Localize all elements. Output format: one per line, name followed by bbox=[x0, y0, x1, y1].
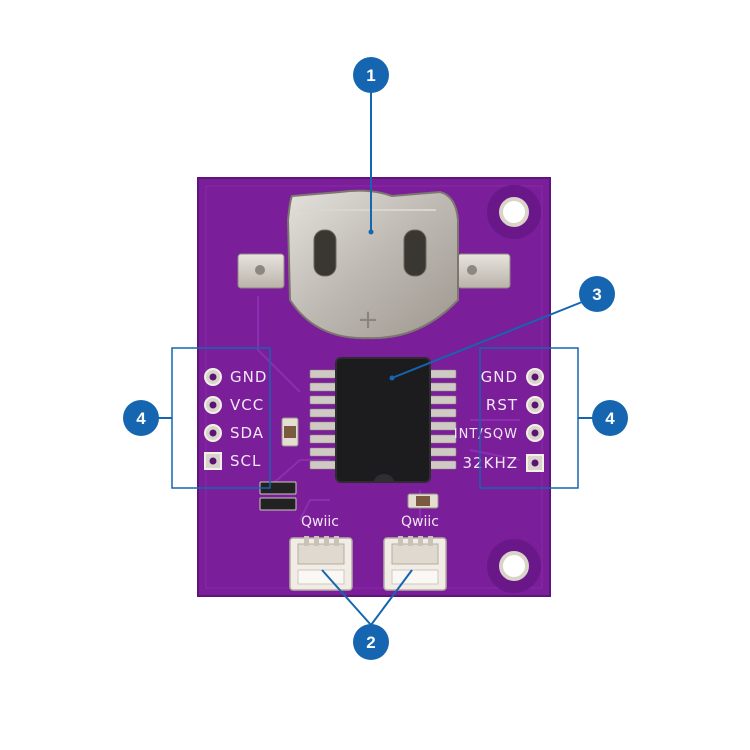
left-pin-label-1: VCC bbox=[230, 396, 264, 414]
callout-badge-3: 3 bbox=[579, 276, 615, 312]
callout-badge-4-right: 4 bbox=[592, 400, 628, 436]
chip-pins-right bbox=[427, 369, 457, 470]
chip-pins-left bbox=[309, 369, 339, 470]
right-pin-label-3: 32KHZ bbox=[463, 454, 518, 472]
qwiic-label-left: Qwiic bbox=[301, 514, 339, 530]
callout-number-3: 3 bbox=[592, 285, 601, 304]
left-pin-label-3: SCL bbox=[230, 452, 261, 470]
resistor-left bbox=[281, 417, 299, 447]
callout-number-4-right: 4 bbox=[605, 409, 615, 428]
resistor-pair bbox=[259, 481, 297, 511]
callout-badge-2: 2 bbox=[353, 624, 389, 660]
rtc-chip bbox=[309, 357, 457, 483]
right-pin-label-2: INT/SQW bbox=[454, 427, 518, 442]
qwiic-label-right: Qwiic bbox=[401, 514, 439, 530]
right-pin-label-0: GND bbox=[481, 368, 518, 386]
left-pin-label-0: GND bbox=[230, 368, 267, 386]
callout-number-4-left: 4 bbox=[136, 409, 146, 428]
capacitor bbox=[407, 493, 439, 509]
callout-number-1: 1 bbox=[366, 66, 375, 85]
right-header-pads bbox=[526, 368, 544, 472]
callout-lines bbox=[158, 92, 594, 626]
mounting-hole-bottom bbox=[487, 539, 541, 593]
qwiic-connector-left bbox=[289, 536, 353, 591]
left-header-pads bbox=[204, 368, 222, 470]
qwiic-connector-right bbox=[383, 536, 447, 591]
right-header: GND RST INT/SQW 32KHZ bbox=[454, 368, 544, 472]
svg-text:+: + bbox=[357, 305, 379, 335]
callout-badge-1: 1 bbox=[353, 57, 389, 93]
left-header: GND VCC SDA SCL bbox=[204, 368, 267, 470]
callout-number-2: 2 bbox=[366, 633, 375, 652]
right-pin-label-1: RST bbox=[486, 396, 518, 414]
battery-holder: + bbox=[237, 189, 511, 340]
left-pin-label-2: SDA bbox=[230, 424, 264, 442]
mounting-hole-top bbox=[487, 185, 541, 239]
callout-badge-4-left: 4 bbox=[123, 400, 159, 436]
